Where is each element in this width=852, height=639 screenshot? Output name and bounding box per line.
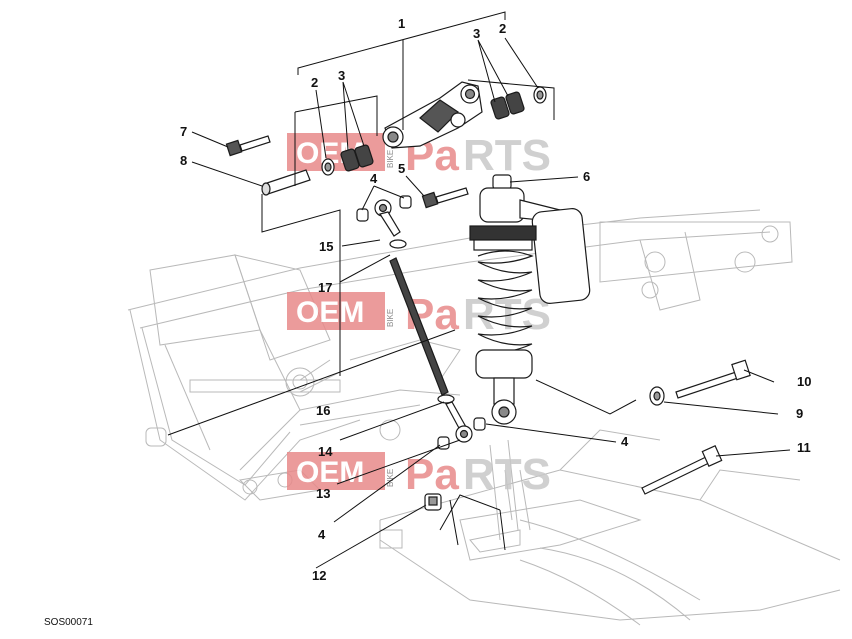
callout-4-upper: 4 (370, 171, 378, 186)
rubber-bumper-part (145, 427, 167, 447)
callout-16: 16 (316, 403, 330, 418)
pin-8-part (261, 169, 311, 196)
bushes-lower (424, 417, 486, 511)
callout-11: 11 (797, 440, 811, 455)
tie-rod-assembly (374, 199, 473, 443)
callout-2-right: 2 (499, 21, 506, 36)
callout-5: 5 (398, 161, 405, 176)
callout-9: 9 (796, 406, 803, 421)
callout-17: 17 (318, 280, 332, 295)
washer-9-part (649, 386, 665, 406)
callout-7: 7 (180, 124, 187, 139)
svg-text:BIKE: BIKE (386, 150, 395, 168)
callout-3-left: 3 (338, 68, 345, 83)
bolt-7-part (225, 135, 271, 157)
callout-4-right: 4 (621, 434, 629, 449)
callout-2-left: 2 (311, 75, 318, 90)
svg-text:OEM: OEM (296, 296, 364, 329)
svg-text:RTS: RTS (463, 450, 551, 499)
callout-14: 14 (318, 444, 333, 459)
bolt-11-part (641, 445, 723, 495)
leader-lines (167, 11, 791, 569)
callout-13: 13 (316, 486, 330, 501)
reference-code: SOS00071 (44, 617, 93, 628)
svg-text:BIKE: BIKE (386, 309, 395, 327)
rocker-link-part (382, 81, 483, 149)
bolt-10-part (675, 359, 751, 399)
callout-10: 10 (797, 374, 811, 389)
callout-12: 12 (312, 568, 326, 583)
callout-4-lower: 4 (318, 527, 326, 542)
bushes-upper (356, 195, 412, 222)
callout-8: 8 (180, 153, 187, 168)
callout-1: 1 (398, 16, 405, 31)
callout-6: 6 (583, 169, 590, 184)
callout-15: 15 (319, 239, 333, 254)
needle-bearings-left (321, 144, 374, 176)
svg-text:Pa: Pa (405, 450, 459, 499)
svg-text:BIKE: BIKE (386, 469, 395, 487)
bolt-5-part (421, 187, 469, 209)
callout-3-right: 3 (473, 26, 480, 41)
svg-text:OEM: OEM (296, 456, 364, 489)
needle-bearings-right (490, 86, 547, 120)
shock-absorber-part (469, 174, 591, 425)
svg-text:RTS: RTS (463, 131, 551, 180)
motorcycle-frame-outline (127, 209, 841, 626)
callout-labels: 1 2 2 3 3 4 4 4 5 6 7 8 9 10 11 12 13 14… (180, 16, 811, 583)
watermark-bottom: OEM BIKE Pa RTS (287, 450, 551, 499)
